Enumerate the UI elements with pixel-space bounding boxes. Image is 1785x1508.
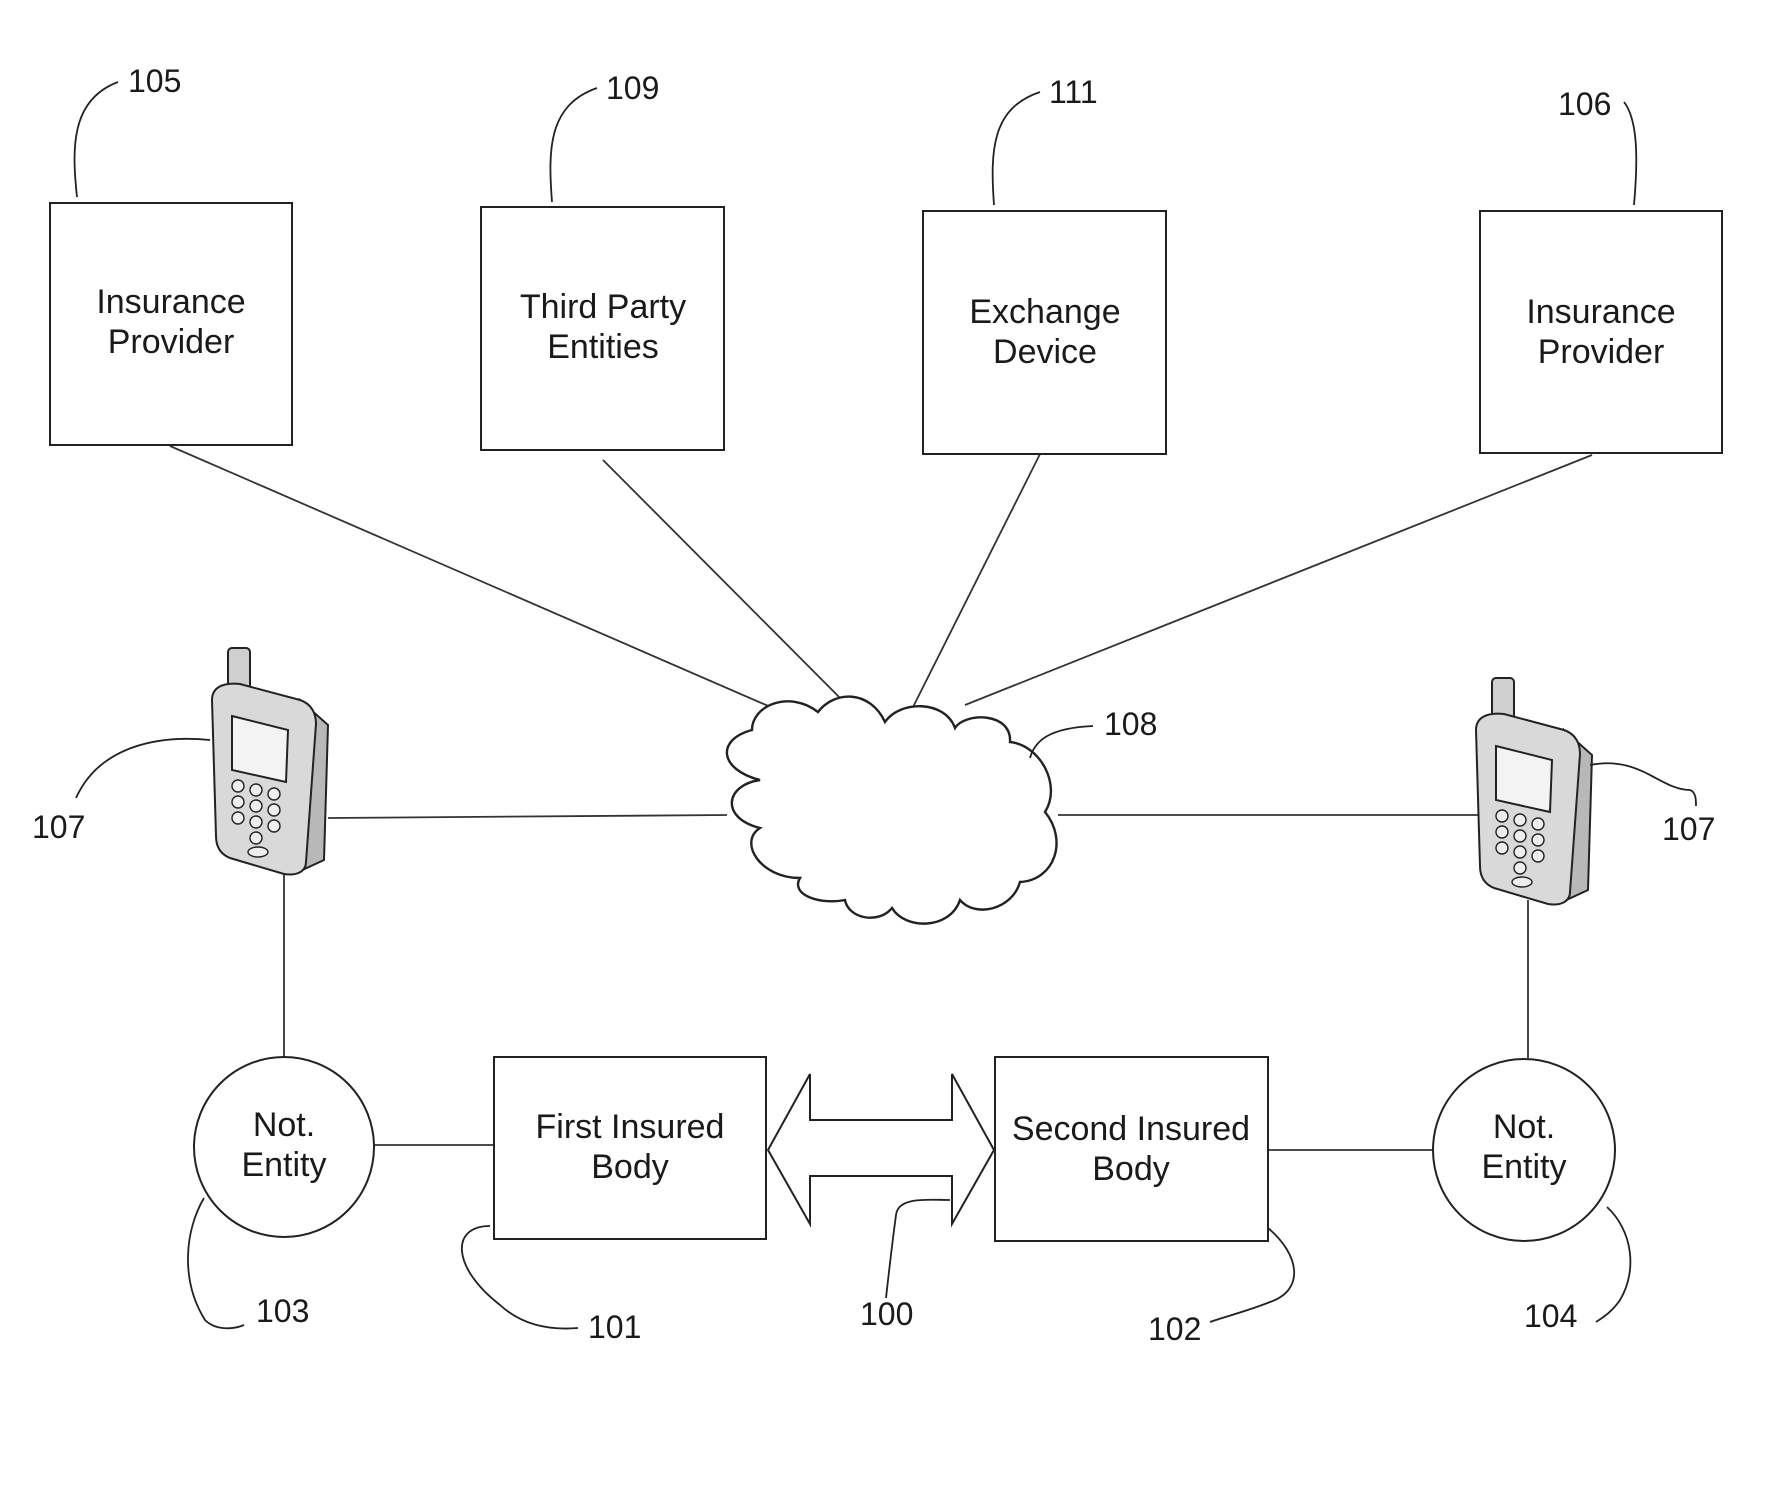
first-insured-body: First Insured Body 101 bbox=[462, 1057, 766, 1345]
first-insured-line1: First Insured bbox=[536, 1108, 725, 1146]
ref-106: 106 bbox=[1558, 86, 1611, 122]
insurance-provider-left: Insurance Provider 105 bbox=[50, 63, 292, 445]
insurance-provider-right-line2: Provider bbox=[1538, 333, 1665, 371]
exchange-device: Exchange Device 111 bbox=[923, 74, 1166, 454]
exchange-device-line2: Device bbox=[993, 333, 1097, 371]
link-exchange-device bbox=[903, 454, 1040, 727]
link-third-party bbox=[603, 460, 872, 730]
phone-right: 107 bbox=[1476, 678, 1715, 905]
ref-108: 108 bbox=[1104, 706, 1157, 742]
mobile-phone-icon bbox=[212, 648, 328, 875]
cloud-icon bbox=[727, 697, 1057, 924]
link-phone-left-cloud bbox=[328, 815, 727, 818]
second-insured-line1: Second Insured bbox=[1012, 1110, 1250, 1148]
insurance-provider-left-line2: Provider bbox=[108, 323, 235, 361]
leader-100 bbox=[886, 1200, 950, 1298]
link-provider-right bbox=[965, 455, 1592, 705]
not-entity-left-line1: Not. bbox=[253, 1106, 315, 1144]
second-insured-line2: Body bbox=[1092, 1150, 1170, 1188]
not-entity-left: Not. Entity 103 bbox=[188, 1057, 374, 1329]
leader-101 bbox=[462, 1226, 578, 1329]
insurance-provider-left-line1: Insurance bbox=[96, 283, 245, 321]
mobile-phone-icon bbox=[1476, 678, 1592, 905]
phone-left: 107 bbox=[32, 648, 328, 875]
exchange-device-line1: Exchange bbox=[969, 293, 1120, 331]
leader-107-right bbox=[1590, 763, 1696, 806]
leader-109 bbox=[550, 88, 597, 202]
ref-104: 104 bbox=[1524, 1298, 1577, 1334]
ref-101: 101 bbox=[588, 1309, 641, 1345]
insurance-provider-right: Insurance Provider 106 bbox=[1480, 86, 1722, 453]
network-cloud: 108 bbox=[727, 697, 1157, 924]
third-party-line2: Entities bbox=[547, 328, 659, 366]
exchange-arrow: 100 bbox=[768, 1074, 994, 1332]
not-entity-right: Not. Entity 104 bbox=[1433, 1059, 1630, 1334]
ref-100: 100 bbox=[860, 1296, 913, 1332]
leader-108 bbox=[1030, 726, 1093, 758]
not-entity-right-line1: Not. bbox=[1493, 1108, 1555, 1146]
third-party-entities: Third Party Entities 109 bbox=[481, 70, 724, 450]
second-insured-body: Second Insured Body 102 bbox=[995, 1057, 1294, 1347]
ref-103: 103 bbox=[256, 1293, 309, 1329]
first-insured-line2: Body bbox=[591, 1148, 669, 1186]
leader-111 bbox=[993, 92, 1040, 205]
leader-107-left bbox=[76, 739, 210, 798]
leader-104 bbox=[1596, 1207, 1630, 1322]
double-arrow-icon bbox=[768, 1074, 994, 1224]
insurance-provider-right-line1: Insurance bbox=[1526, 293, 1675, 331]
leader-105 bbox=[75, 82, 118, 197]
ref-107-right: 107 bbox=[1662, 811, 1715, 847]
leader-102 bbox=[1210, 1228, 1294, 1322]
ref-111: 111 bbox=[1049, 74, 1098, 110]
leader-106 bbox=[1624, 102, 1636, 205]
ref-107-left: 107 bbox=[32, 809, 85, 845]
not-entity-left-line2: Entity bbox=[241, 1146, 326, 1184]
ref-102: 102 bbox=[1148, 1311, 1201, 1347]
ref-105: 105 bbox=[128, 63, 181, 99]
ref-109: 109 bbox=[606, 70, 659, 106]
not-entity-right-line2: Entity bbox=[1481, 1148, 1566, 1186]
third-party-line1: Third Party bbox=[520, 288, 686, 326]
